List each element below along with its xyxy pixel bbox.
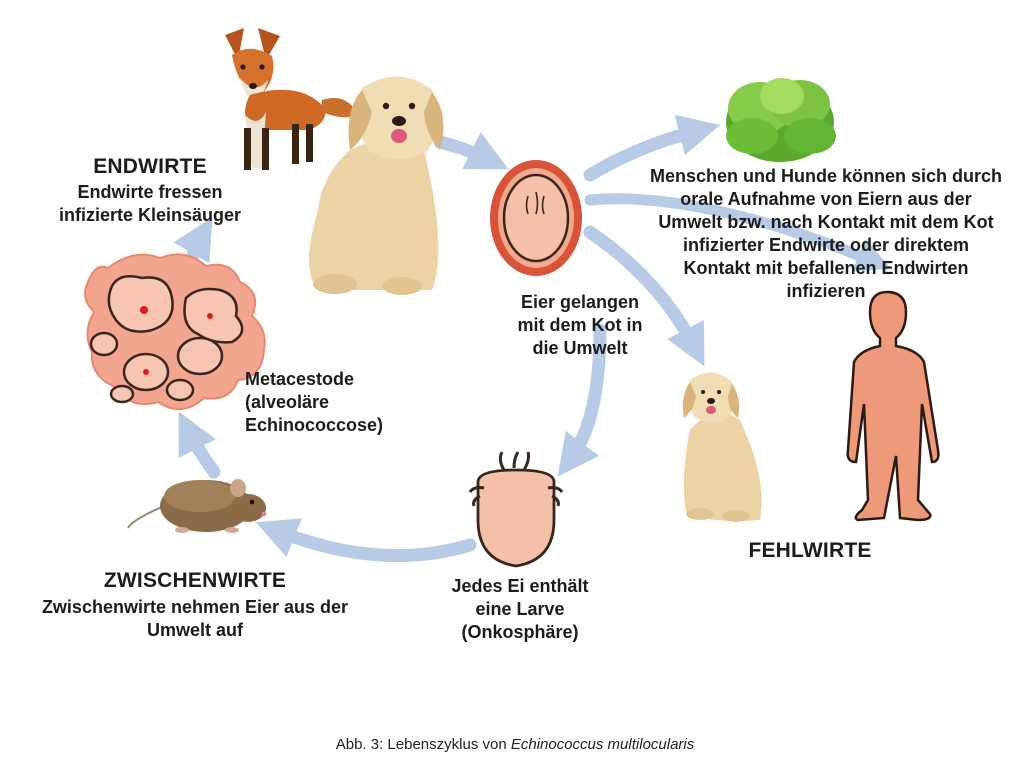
infection-line-5: Kontakt mit befallenen Endwirten [683, 258, 969, 278]
endwirte-line-1: Endwirte fressen [77, 182, 223, 202]
arrow-mouse-to-metacestode [178, 411, 221, 479]
arrow-egg-to-lettuce [583, 114, 721, 182]
lettuce-image [726, 78, 836, 162]
arrow-egg-to-larva [557, 323, 607, 477]
larva-image [468, 451, 564, 568]
larva-line-3: (Onkosphäre) [461, 622, 579, 642]
infection-line-6: infizieren [786, 281, 866, 301]
figure-caption: Abb. 3: Lebenszyklus von Echinococcus mu… [0, 736, 1030, 753]
zwischenwirte-line-2: Umwelt auf [146, 620, 243, 640]
metacestode-line-2: (alveoläre [245, 392, 330, 412]
endwirte-line-2: infizierte Kleinsäuger [58, 205, 242, 225]
eggs-out-line-1: Eier gelangen [520, 292, 640, 312]
caption-species: Echinococcus multilocularis [510, 736, 695, 753]
arrow-dog-to-egg [433, 132, 509, 170]
infection-line-4: infizierter Endwirte oder direktem [682, 235, 970, 255]
larva-line-1: Jedes Ei enthält [451, 576, 589, 596]
caption-prefix: Abb. 3: Lebenszyklus von [335, 736, 511, 753]
larva-line-2: eine Larve [475, 599, 565, 619]
golden-retriever-image [309, 76, 444, 295]
dog-sitting-image [682, 372, 762, 522]
egg-image [490, 160, 582, 276]
fehlwirte-title: FEHLWIRTE [748, 539, 872, 562]
fox-image [225, 28, 358, 170]
infection-line-1: Menschen und Hunde können sich durch [649, 166, 1003, 186]
zwischenwirte-line-1: Zwischenwirte nehmen Eier aus der [41, 597, 349, 617]
cycle-arrows [173, 114, 892, 563]
arrow-larva-to-mouse [255, 518, 477, 563]
metacestode-line-1: Metacestode [245, 369, 355, 389]
eggs-out-line-2: mit dem Kot in [517, 315, 643, 335]
metacestode-image [84, 253, 266, 410]
infection-line-3: Umwelt bzw. nach Kontakt mit dem Kot [658, 212, 994, 232]
endwirte-title: ENDWIRTE [93, 155, 207, 178]
arrow-egg-to-infection-text [584, 193, 892, 272]
human-silhouette-image [846, 290, 940, 522]
mouse-image [127, 479, 267, 533]
eggs-out-line-3: die Umwelt [532, 338, 628, 358]
zwischenwirte-title: ZWISCHENWIRTE [103, 569, 287, 592]
infection-line-2: orale Aufnahme von Eiern aus der [680, 189, 972, 209]
metacestode-line-3: Echinococcose) [245, 415, 384, 435]
arrow-egg-to-dog [583, 225, 705, 367]
